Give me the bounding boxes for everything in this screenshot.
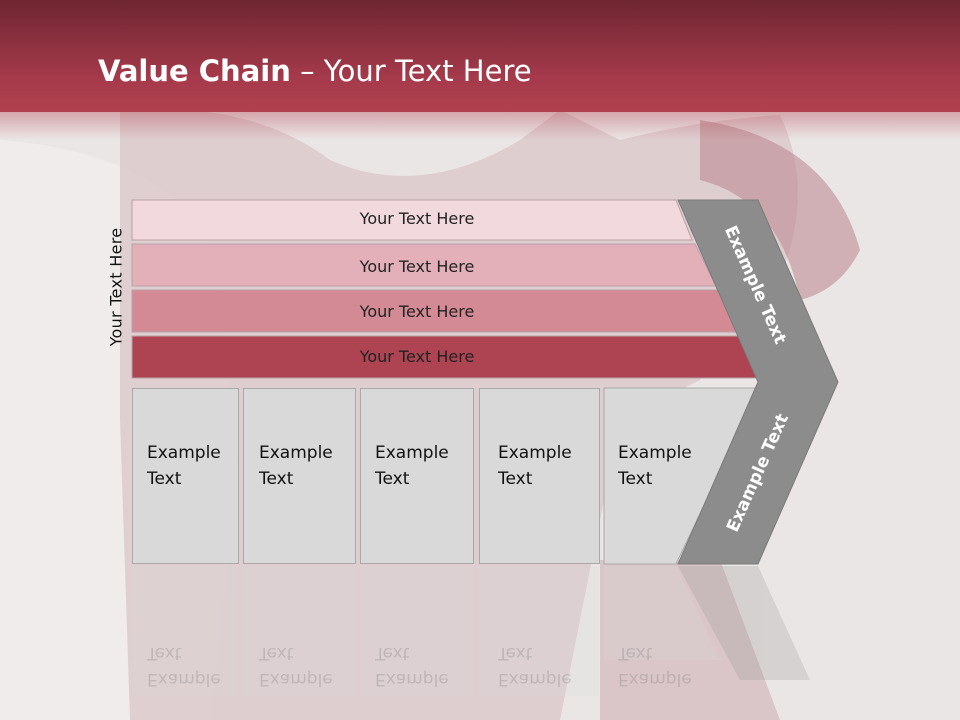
box-1-label: Example Text (147, 443, 221, 489)
box-1-reflection: Example Text (147, 643, 221, 689)
band-2-label: Your Text Here (359, 257, 475, 276)
band-1-label: Your Text Here (359, 209, 475, 228)
band-4-label: Your Text Here (359, 347, 475, 366)
box-3-label: Example Text (375, 443, 449, 489)
box-3-reflection: Example Text (375, 643, 449, 689)
box-5-reflection: Example Text (618, 643, 692, 689)
slide-title: Value Chain – Your Text Here (98, 54, 532, 88)
box-4-reflection: Example Text (498, 643, 572, 689)
reflection (132, 566, 810, 696)
box-5-label: Example Text (618, 443, 692, 489)
header-bar (0, 0, 960, 112)
title-bold: Value Chain (98, 54, 291, 88)
title-rest: – Your Text Here (290, 54, 532, 88)
box-5-shape[interactable] (603, 387, 761, 565)
box-3[interactable] (360, 388, 474, 564)
chevron-arrow[interactable] (677, 199, 839, 565)
box-1[interactable] (132, 388, 239, 564)
header-fade (0, 100, 960, 140)
box-2[interactable] (243, 388, 356, 564)
box-4[interactable] (479, 388, 600, 564)
box-2-label: Example Text (259, 443, 333, 489)
box-2-reflection: Example Text (259, 643, 333, 689)
box-4-label: Example Text (498, 443, 572, 489)
band-1[interactable] (131, 199, 693, 241)
band-3-label: Your Text Here (359, 302, 475, 321)
